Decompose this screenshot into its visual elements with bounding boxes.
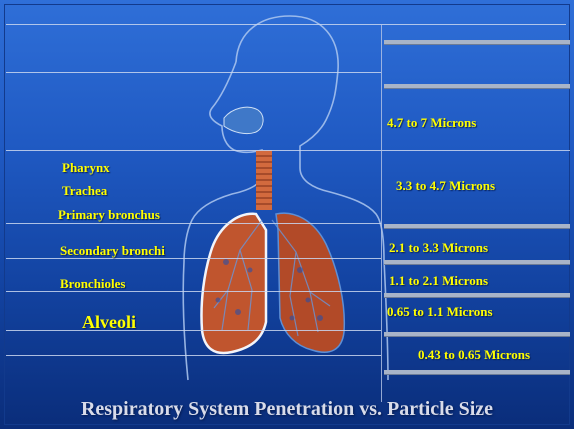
range-bar-4 xyxy=(384,260,570,264)
particle-size-range-6: 0.43 to 0.65 Microns xyxy=(418,347,530,363)
particle-size-range-2: 3.3 to 4.7 Microns xyxy=(396,178,495,194)
divider-line-4 xyxy=(6,223,381,224)
particle-size-range-5: 0.65 to 1.1 Microns xyxy=(387,304,493,320)
label-alveoli: Alveoli xyxy=(82,312,136,333)
range-bar-6 xyxy=(384,332,570,336)
divider-line-3 xyxy=(6,150,570,151)
right-lung xyxy=(276,213,344,352)
range-bar-1 xyxy=(384,40,570,44)
label-bronchioles: Bronchioles xyxy=(60,276,126,292)
lungs xyxy=(201,213,344,353)
label-secondary-bronchi: Secondary bronchi xyxy=(60,243,165,259)
trachea-shape xyxy=(256,150,272,210)
label-pharynx: Pharynx xyxy=(62,160,110,176)
particle-size-range-3: 2.1 to 3.3 Microns xyxy=(389,240,488,256)
range-bar-5 xyxy=(384,293,570,297)
left-lung xyxy=(201,214,266,353)
airway-head xyxy=(224,107,263,133)
divider-line-2 xyxy=(6,72,381,73)
range-bar-2 xyxy=(384,84,570,88)
particle-size-range-1: 4.7 to 7 Microns xyxy=(387,115,476,131)
slide-title: Respiratory System Penetration vs. Parti… xyxy=(0,398,574,421)
label-trachea: Trachea xyxy=(62,183,107,199)
divider-line-8 xyxy=(6,355,381,356)
particle-size-range-4: 1.1 to 2.1 Microns xyxy=(389,273,488,289)
range-bar-7 xyxy=(384,370,570,374)
label-primary-bronchus: Primary bronchus xyxy=(58,207,160,223)
range-bar-3 xyxy=(384,224,570,228)
divider-line-1 xyxy=(6,24,566,25)
divider-line-7 xyxy=(6,330,381,331)
column-divider xyxy=(381,24,382,402)
